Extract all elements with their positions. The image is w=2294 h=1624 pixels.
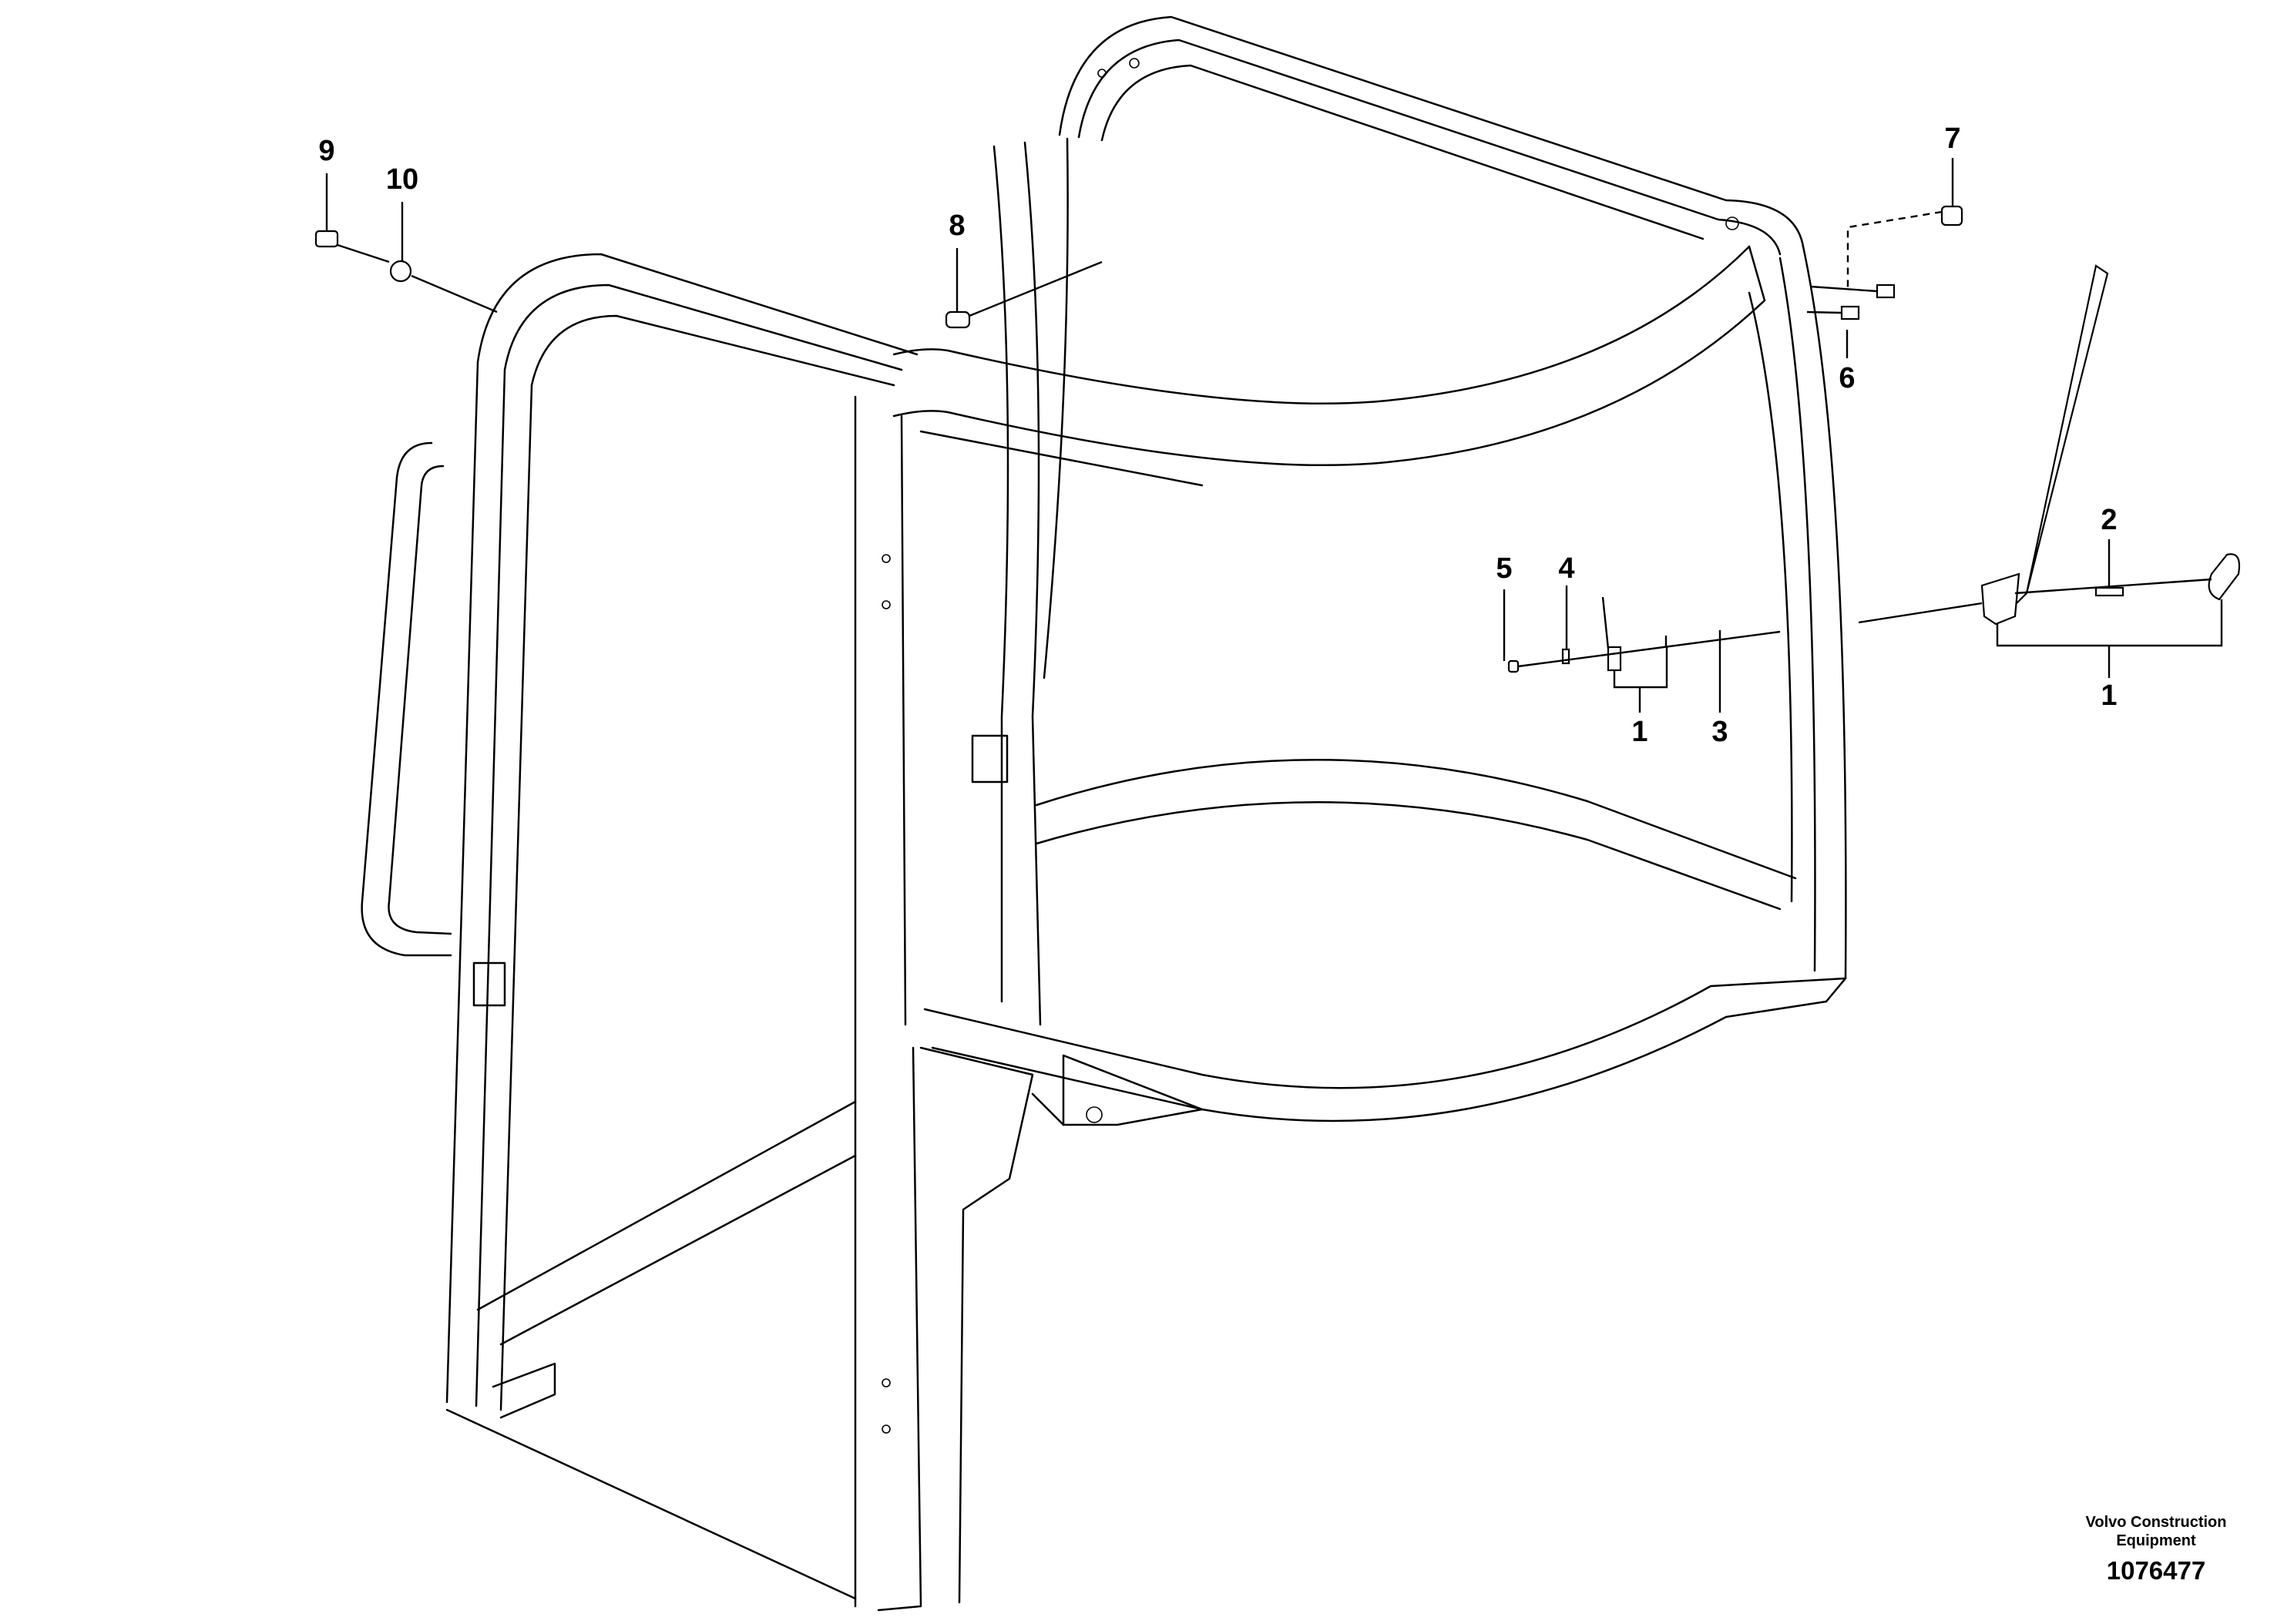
part-7-bolt xyxy=(1940,205,1963,226)
leader-lines xyxy=(325,158,2223,713)
title-block: Volvo Construction Equipment 1076477 xyxy=(2086,1514,2227,1585)
part-2-screw xyxy=(2094,586,2124,597)
callout-4: 4 xyxy=(1558,552,1574,585)
part-1-mirror-cap xyxy=(2208,553,2241,601)
callout-3: 3 xyxy=(1711,716,1728,748)
part-1-mirror-base xyxy=(1980,572,2020,626)
callout-6: 6 xyxy=(1839,362,1855,394)
callout-1-right: 1 xyxy=(2101,679,2117,712)
part-8-pin xyxy=(945,310,971,329)
part-6-clip xyxy=(1876,284,1896,299)
part-9-screw xyxy=(314,230,339,248)
part-5 xyxy=(1507,659,1520,673)
brand-line-1: Volvo Construction xyxy=(2086,1514,2227,1531)
callout-10: 10 xyxy=(386,163,418,196)
part-1-wiper-clip xyxy=(1607,646,1622,672)
document-number: 1076477 xyxy=(2107,1556,2205,1585)
part-1-mirror-arm xyxy=(2003,264,2109,617)
part-6-clip-lower xyxy=(1840,305,1860,320)
callout-5: 5 xyxy=(1496,552,1512,585)
cab-frame-drawing xyxy=(361,15,1847,1612)
small-parts xyxy=(314,205,2241,673)
callout-8: 8 xyxy=(949,210,965,242)
callout-2: 2 xyxy=(2101,504,2117,536)
part-10-washer xyxy=(389,260,412,283)
part-1-wiper-rod xyxy=(1601,596,1610,649)
callout-9: 9 xyxy=(318,135,334,167)
brand-line-2: Equipment xyxy=(2116,1532,2196,1549)
callout-labels: 9 10 8 7 6 2 1 5 4 1 3 xyxy=(318,122,2117,748)
callout-1-left: 1 xyxy=(1631,716,1647,748)
callout-7: 7 xyxy=(1944,122,1960,155)
